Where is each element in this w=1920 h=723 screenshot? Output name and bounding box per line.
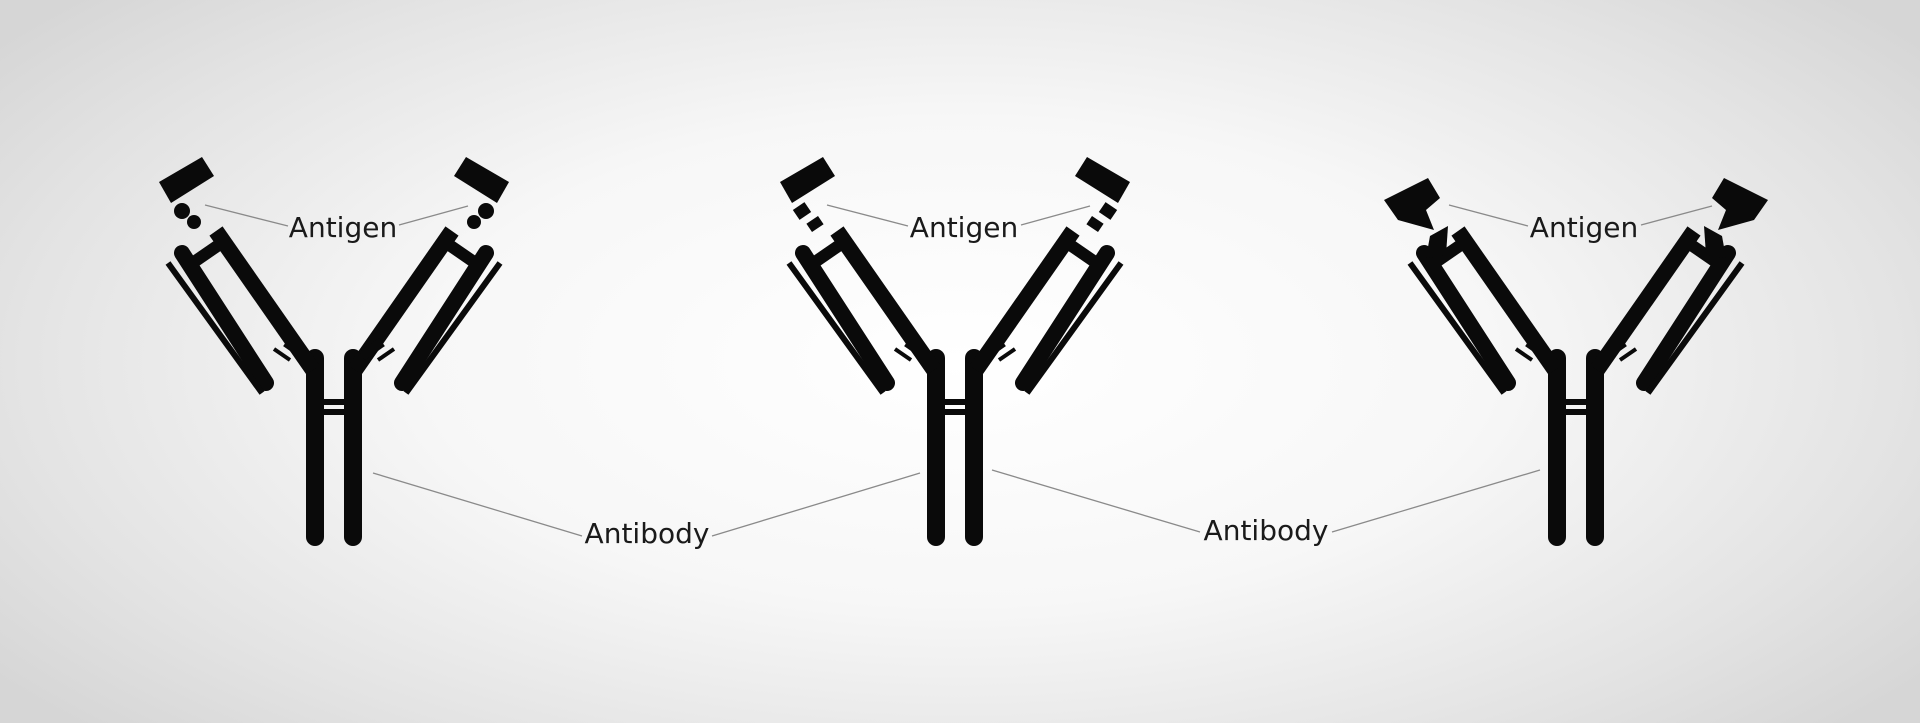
- leader-line: [1640, 205, 1713, 226]
- leader-line: [991, 469, 1201, 533]
- antibody-label: Antibody: [585, 517, 710, 550]
- leader-lines: [204, 204, 1713, 537]
- leader-line: [1448, 204, 1529, 227]
- leader-line: [372, 472, 583, 537]
- antigen-label: Antigen: [289, 211, 397, 244]
- antibody-label: Antibody: [1204, 514, 1329, 547]
- leader-line: [398, 205, 469, 226]
- leader-line: [711, 472, 921, 537]
- leader-line: [826, 204, 909, 227]
- antibody-shape: [789, 231, 1121, 537]
- antibody-shape: [1410, 231, 1742, 537]
- leader-line: [1020, 205, 1091, 226]
- leader-line: [204, 204, 289, 227]
- labels: Antigen Antigen Antigen Antibody Antibod…: [289, 211, 1638, 550]
- antibody-shape: [168, 231, 500, 537]
- antigen-label: Antigen: [1530, 211, 1638, 244]
- leader-line: [1331, 469, 1541, 533]
- antigen-label: Antigen: [910, 211, 1018, 244]
